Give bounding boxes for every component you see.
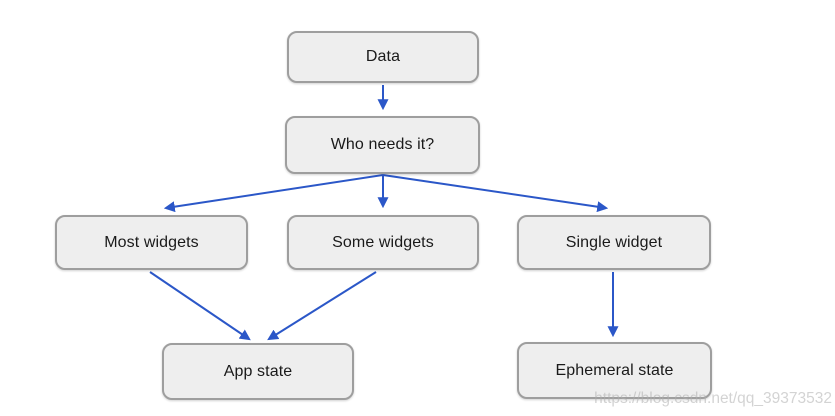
node-app-state-label: App state bbox=[223, 362, 293, 380]
node-data-label: Data bbox=[365, 48, 401, 65]
node-most-widgets: Most widgets bbox=[55, 215, 248, 270]
node-ephemeral-state-label: Ephemeral state bbox=[555, 361, 674, 379]
node-who-needs-it-label: Who needs it? bbox=[330, 136, 435, 153]
node-single-widget: Single widget bbox=[517, 215, 711, 270]
edge-some-to-app bbox=[267, 271, 377, 341]
edge-most-to-app bbox=[149, 271, 251, 341]
node-single-widget-label: Single widget bbox=[565, 233, 663, 251]
node-some-widgets-label: Some widgets bbox=[332, 233, 434, 251]
node-app-state: App state bbox=[162, 343, 354, 400]
node-ephemeral-state: Ephemeral state bbox=[517, 342, 712, 399]
edge-who-to-most bbox=[163, 174, 384, 213]
node-data: Data bbox=[287, 31, 479, 83]
edge-who-to-single bbox=[382, 174, 609, 213]
node-some-widgets: Some widgets bbox=[287, 215, 479, 270]
watermark: https://blog.csdn.net/qq_39373532 bbox=[594, 390, 832, 407]
node-who-needs-it: Who needs it? bbox=[285, 116, 480, 174]
node-most-widgets-label: Most widgets bbox=[104, 233, 199, 251]
